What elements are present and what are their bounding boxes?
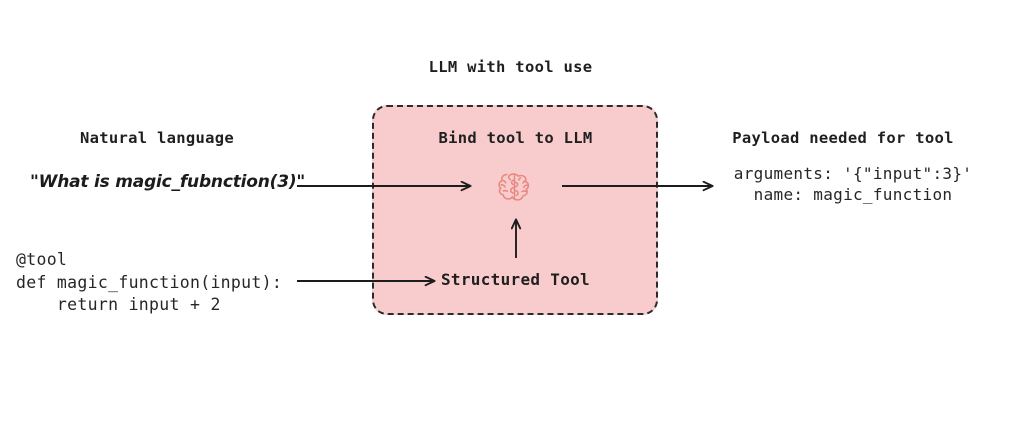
- structured-tool-label: Structured Tool: [441, 270, 590, 289]
- code-block: @tool def magic_function(input): return i…: [16, 249, 282, 317]
- payload-heading: Payload needed for tool: [732, 129, 954, 147]
- code-line-decorator: @tool: [16, 250, 68, 269]
- brain-icon: [494, 168, 538, 206]
- code-line-return: return input + 2: [16, 295, 221, 314]
- natural-language-heading: Natural language: [79, 129, 235, 147]
- natural-language-quote: "What is magic_fubnction(3)": [30, 172, 306, 192]
- llm-boundary-box: [372, 105, 658, 315]
- payload-line-arguments: arguments: '{"input":3}': [733, 164, 973, 183]
- payload-line-name: name: magic_function: [753, 185, 953, 204]
- diagram-title: LLM with tool use: [428, 58, 593, 76]
- payload-text: arguments: '{"input":3}' name: magic_func…: [703, 163, 1003, 205]
- code-line-def: def magic_function(input):: [16, 272, 283, 292]
- bind-tool-label: Bind tool to LLM: [438, 129, 593, 147]
